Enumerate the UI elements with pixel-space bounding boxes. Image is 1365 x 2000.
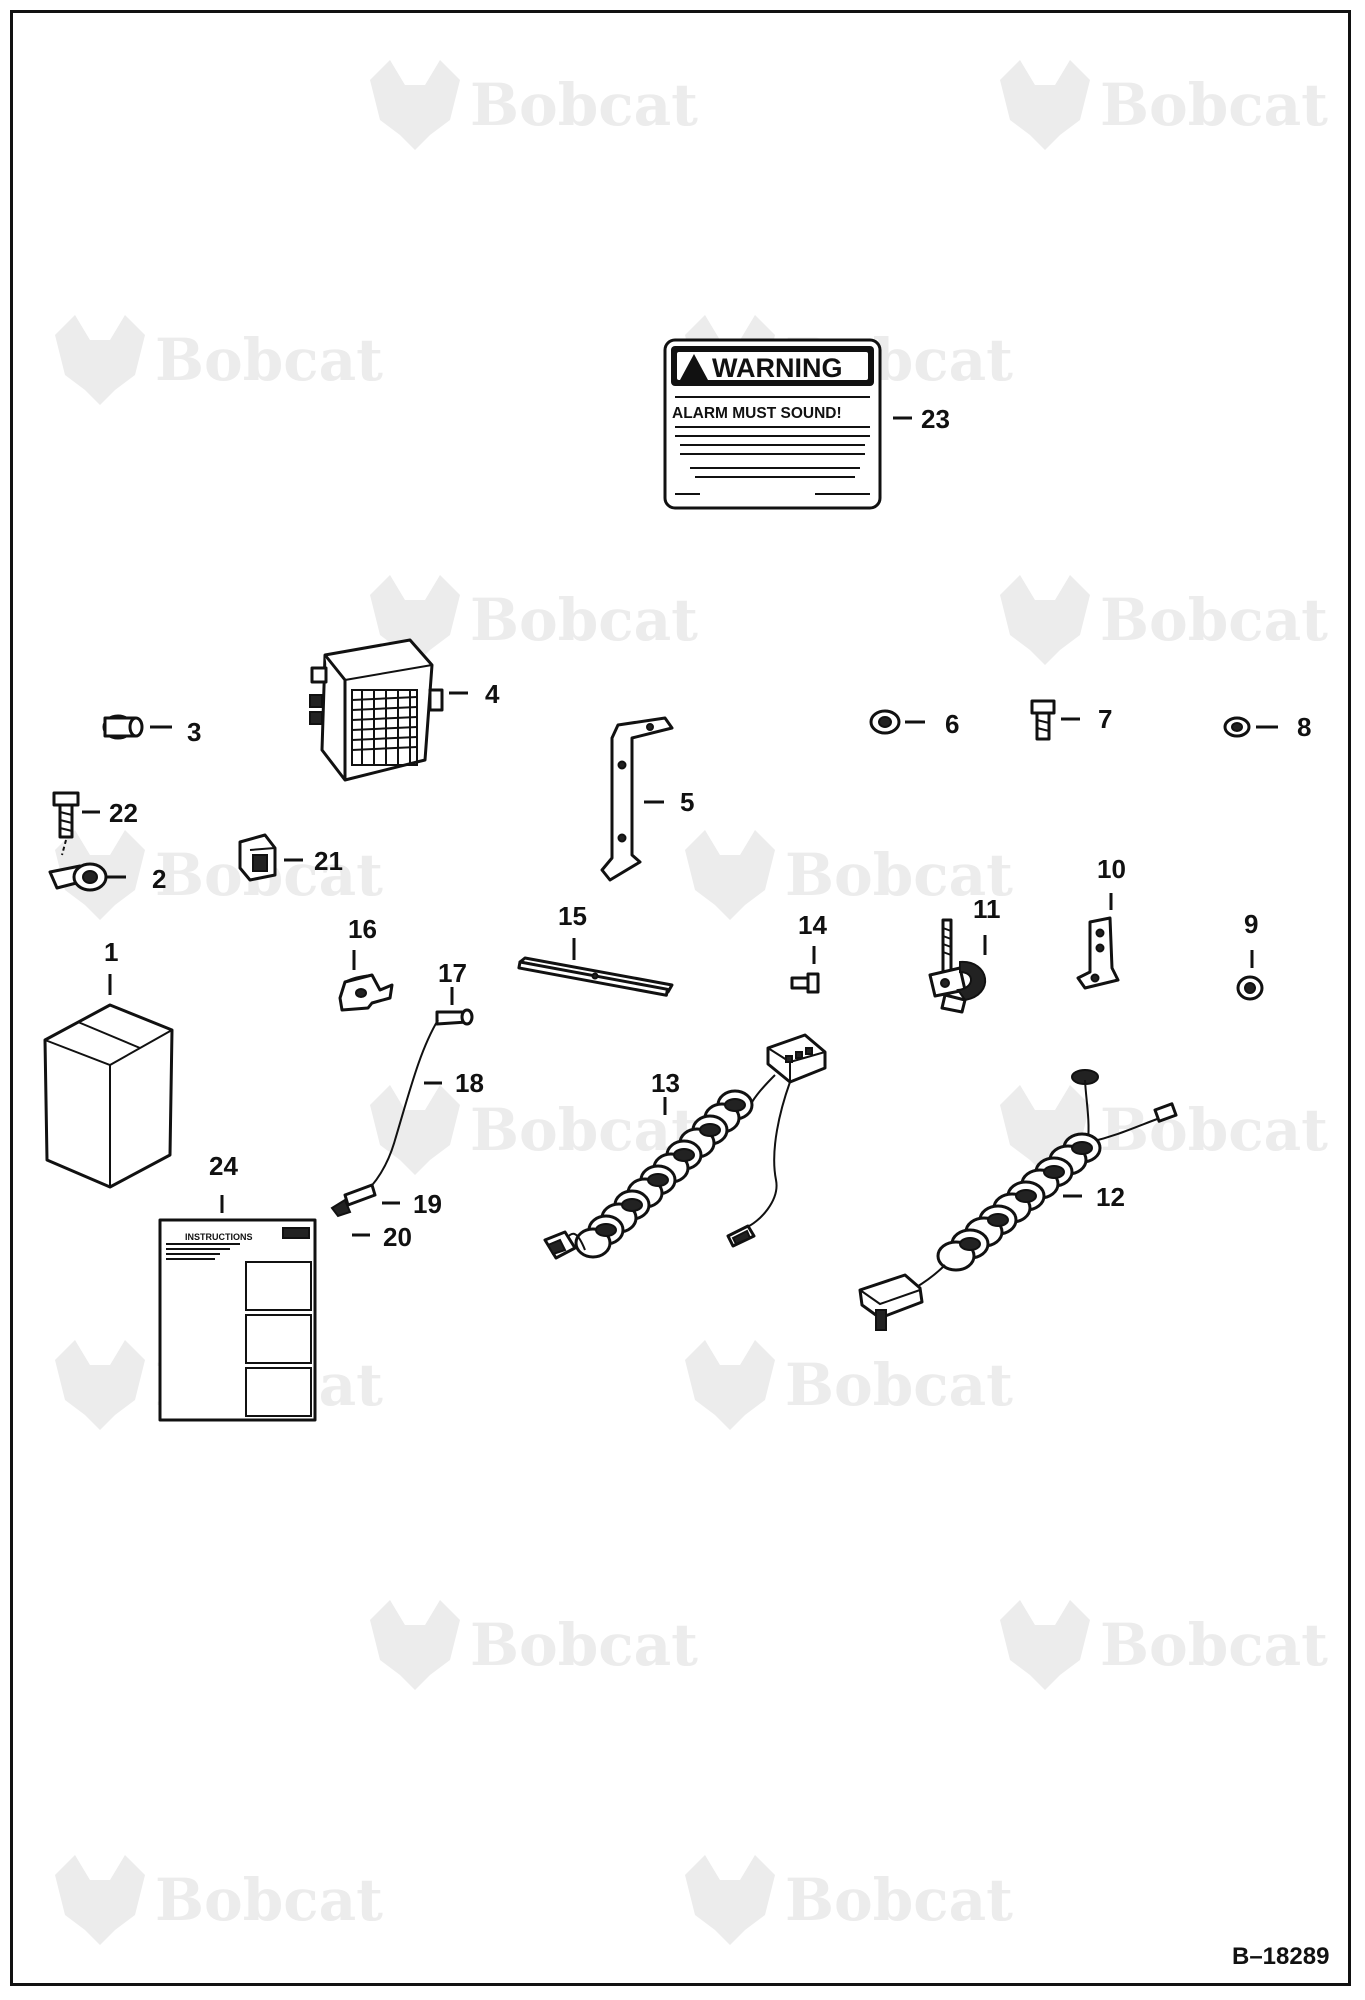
- callout-7: 7: [1098, 704, 1112, 734]
- watermark-text: Bobcat: [1100, 1611, 1328, 1679]
- part-5-bracket: [600, 716, 674, 882]
- watermark-text: Bobcat: [470, 71, 698, 139]
- part-10-angle-bracket: [1076, 916, 1120, 990]
- document-number: B–18289: [1232, 1943, 1330, 1970]
- part-4-backup-alarm: [309, 638, 444, 782]
- watermark: Bobcat: [370, 1085, 698, 1175]
- callout-17: 17: [438, 958, 467, 988]
- warning-triangle-icon: [680, 354, 708, 380]
- callout-8: 8: [1297, 712, 1311, 742]
- part-9-nut: [1236, 975, 1264, 1001]
- callout-1: 1: [104, 937, 118, 967]
- callout-12: 12: [1096, 1182, 1125, 1212]
- diagram-border: [10, 10, 1351, 1986]
- watermark: Bobcat: [685, 1855, 1013, 1945]
- callout-18: 18: [455, 1068, 484, 1098]
- watermark-text: Bobcat: [470, 586, 698, 654]
- watermark: Bobcat: [685, 1340, 1013, 1430]
- watermark: Bobcat: [1000, 1600, 1328, 1690]
- watermark: Bobcat: [55, 1855, 383, 1945]
- watermark-text: Bobcat: [155, 326, 383, 394]
- watermark-text: Bobcat: [785, 1351, 1013, 1419]
- callout-19: 19: [413, 1189, 442, 1219]
- part-8-lock-nut: [1223, 716, 1251, 738]
- callout-21: 21: [314, 846, 343, 876]
- part-2-ring-terminal: [48, 862, 108, 892]
- watermark: Bobcat: [1000, 60, 1328, 150]
- callout-23: 23: [921, 404, 950, 434]
- callout-9: 9: [1244, 909, 1258, 939]
- watermark-text: Bobcat: [155, 1866, 383, 1934]
- instructions-heading: INSTRUCTIONS: [185, 1232, 253, 1242]
- callout-16: 16: [348, 914, 377, 944]
- callout-13: 13: [651, 1068, 680, 1098]
- callout-14: 14: [798, 910, 827, 940]
- callout-2: 2: [152, 864, 166, 894]
- watermark-text: Bobcat: [785, 1866, 1013, 1934]
- callout-11: 11: [973, 894, 1001, 924]
- watermarks: Bobcat Bobcat Bobcat Bobcat Bobcat Bobca…: [55, 60, 1328, 1945]
- callout-6: 6: [945, 709, 959, 739]
- decal-heading: WARNING: [712, 353, 843, 383]
- callout-20: 20: [383, 1222, 412, 1252]
- callout-4: 4: [485, 679, 500, 709]
- part-12-coiled-cable: [858, 1069, 1178, 1331]
- watermark-text: Bobcat: [785, 841, 1013, 909]
- watermark-text: Bobcat: [470, 1611, 698, 1679]
- decal-line1: ALARM MUST SOUND!: [672, 405, 842, 422]
- part-17-18-sensor-cable: [330, 1008, 474, 1218]
- part-21-clip: [238, 833, 277, 882]
- part-7-bolt: [1030, 699, 1056, 741]
- watermark-text: Bobcat: [1100, 71, 1328, 139]
- watermark-text: Bobcat: [470, 1096, 698, 1164]
- watermark: Bobcat: [1000, 575, 1328, 665]
- callout-5: 5: [680, 787, 694, 817]
- part-23-warning-decal: WARNING ALARM MUST SOUND!: [663, 338, 882, 510]
- part-3-bushing: [102, 714, 144, 740]
- watermark: Bobcat: [370, 60, 698, 150]
- callouts: 23 4 3 5 6 7 8 22 2 21 10 11 9 14 15 16 …: [104, 404, 1311, 1252]
- part-11-clamp: [928, 918, 986, 1014]
- callout-10: 10: [1097, 854, 1126, 884]
- watermark: Bobcat: [370, 1600, 698, 1690]
- leader-lines: [82, 416, 1278, 1237]
- part-13-coiled-cable: [543, 1033, 827, 1260]
- callout-22: 22: [109, 798, 138, 828]
- watermark-text: Bobcat: [1100, 586, 1328, 654]
- part-15-strip: [517, 956, 674, 997]
- watermark: Bobcat: [685, 830, 1013, 920]
- part-22-bolt: [52, 791, 80, 856]
- part-1-carton: [43, 1003, 174, 1189]
- part-16-clamp: [338, 973, 394, 1012]
- callout-24: 24: [209, 1151, 238, 1181]
- callout-15: 15: [558, 901, 587, 931]
- part-6-nut: [869, 709, 901, 735]
- watermark: Bobcat: [55, 315, 383, 405]
- watermark-text: Bobcat: [1100, 1096, 1328, 1164]
- callout-3: 3: [187, 717, 201, 747]
- part-24-instruction-sheet: INSTRUCTIONS: [158, 1218, 317, 1422]
- part-14-screw: [790, 972, 820, 994]
